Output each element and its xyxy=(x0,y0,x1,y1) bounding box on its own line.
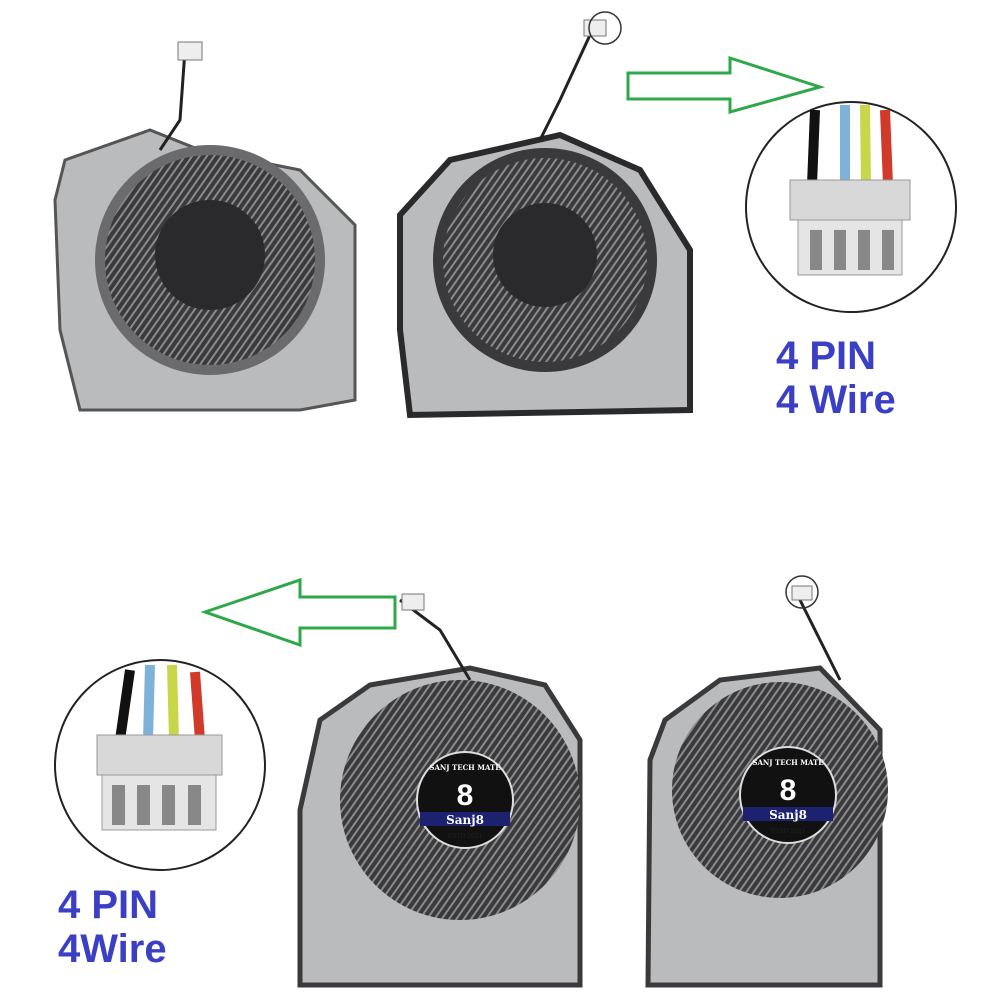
svg-text:8: 8 xyxy=(457,779,474,812)
arrow-left-icon xyxy=(200,577,397,648)
wire-count-text: 4 Wire xyxy=(776,378,896,422)
svg-text:SANJ TECH MATE: SANJ TECH MATE xyxy=(429,763,500,772)
brand-logo-left: SANJ TECH MATE 8 Sanj8 ESTD 2021 xyxy=(416,751,514,849)
svg-text:Sanj8: Sanj8 xyxy=(769,808,807,822)
svg-text:Sanj8: Sanj8 xyxy=(446,813,484,827)
pin-label-top: 4 PIN 4 Wire xyxy=(776,334,896,422)
connector-closeup-bottom xyxy=(54,659,266,871)
pin-label-bottom: 4 PIN 4Wire xyxy=(58,883,167,971)
svg-text:SANJ TECH MATE: SANJ TECH MATE xyxy=(752,758,823,767)
fan-top-middle xyxy=(397,11,693,419)
svg-text:ESTD 2021: ESTD 2021 xyxy=(448,833,482,840)
svg-text:8: 8 xyxy=(780,774,797,807)
connector-closeup-top xyxy=(745,101,957,313)
pin-count-text: 4 PIN xyxy=(58,883,159,927)
wire-count-text: 4Wire xyxy=(58,927,167,971)
arrow-right-icon xyxy=(626,55,826,114)
pin-count-text: 4 PIN xyxy=(776,334,877,378)
brand-logo-right: SANJ TECH MATE 8 Sanj8 ESTD 2021 xyxy=(739,746,837,844)
svg-text:ESTD 2021: ESTD 2021 xyxy=(771,828,805,835)
fan-top-left xyxy=(53,41,357,412)
